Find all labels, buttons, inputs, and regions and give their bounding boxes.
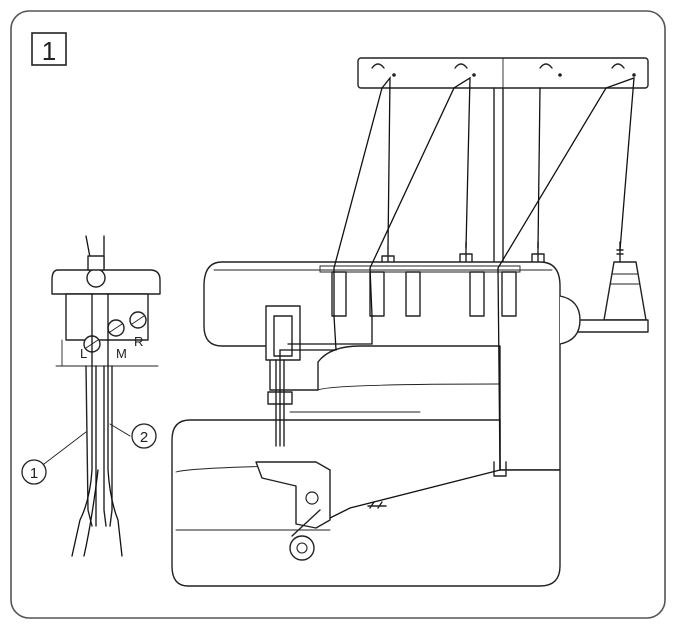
needle-clamp-detail: L M R <box>51 235 161 557</box>
callout-1: 1 <box>21 431 87 485</box>
callout-2-number: 2 <box>140 429 148 446</box>
serger-machine <box>171 261 581 587</box>
screw-right <box>129 311 147 329</box>
needle-label-left: L <box>80 346 87 361</box>
thread-paths <box>279 76 635 519</box>
callout-1-number: 1 <box>30 465 38 482</box>
callout-2: 2 <box>109 423 157 449</box>
thread-stand <box>357 57 649 263</box>
figure-number: 1 <box>42 36 56 66</box>
needle-label-middle: M <box>116 346 127 361</box>
figure-number-badge: 1 <box>31 32 67 66</box>
screw-middle <box>107 319 125 337</box>
thread-cone <box>569 241 649 333</box>
needle-label-right: R <box>134 334 143 349</box>
